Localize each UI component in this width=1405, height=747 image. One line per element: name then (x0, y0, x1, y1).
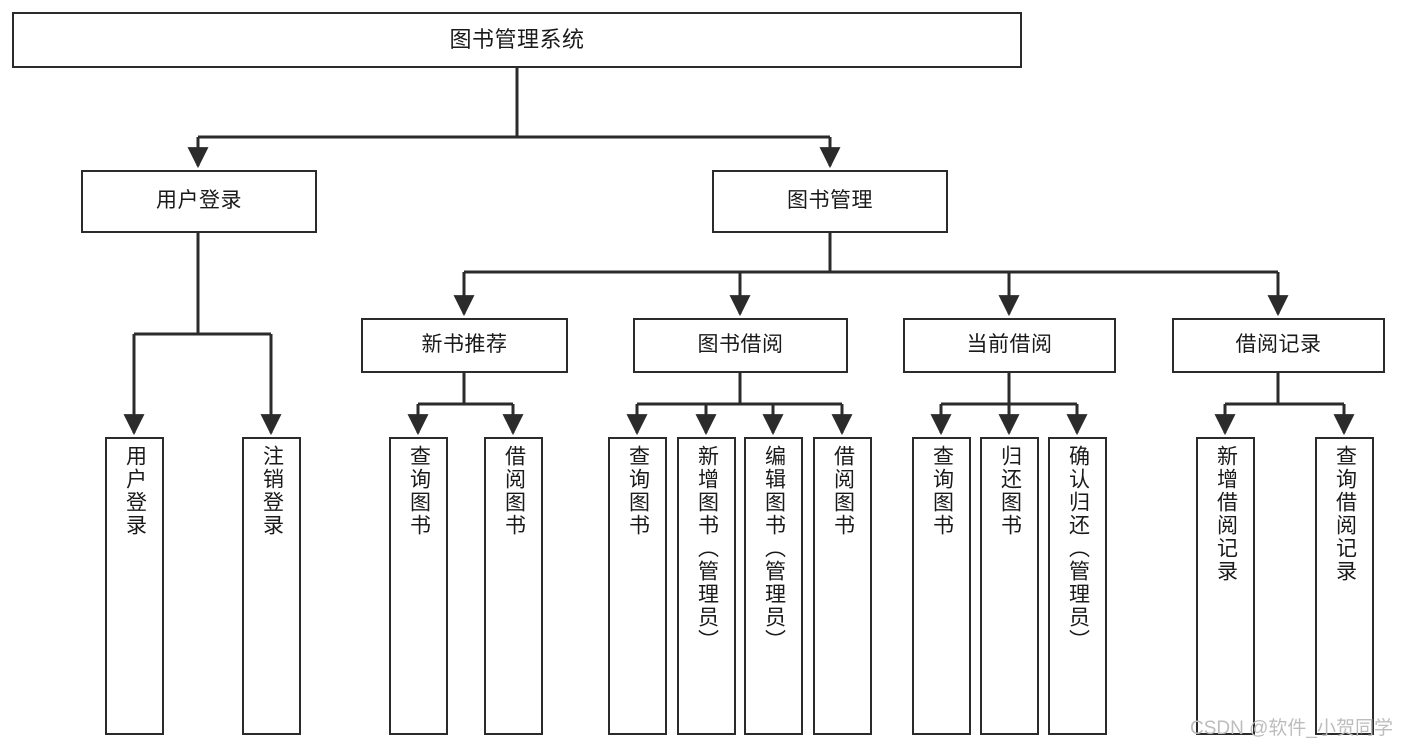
node-leaf-user-login-label: 用户登录 (123, 445, 147, 537)
node-leaf-logout-login-label: 注销登录 (260, 445, 284, 537)
node-leaf-add-borrow-record[interactable]: 新增借阅记录 (1196, 437, 1255, 735)
node-user-login[interactable]: 用户登录 (81, 170, 317, 233)
node-leaf-logout-login[interactable]: 注销登录 (242, 437, 301, 735)
node-new-book-recommend-label: 新书推荐 (421, 333, 508, 357)
node-leaf-borrow-book-2[interactable]: 借阅图书 (813, 437, 872, 735)
node-leaf-edit-book-admin[interactable]: 编辑图书（管理员） (744, 437, 803, 735)
node-leaf-confirm-return-admin[interactable]: 确认归还（管理员） (1048, 437, 1107, 735)
node-leaf-query-book-2-label: 查询图书 (626, 445, 650, 537)
node-leaf-user-login[interactable]: 用户登录 (105, 437, 164, 735)
node-leaf-add-book-admin-label: 新增图书（管理员） (695, 445, 719, 652)
node-current-borrow-label: 当前借阅 (966, 333, 1053, 357)
node-leaf-query-book-3[interactable]: 查询图书 (912, 437, 971, 735)
node-leaf-query-book-3-label: 查询图书 (930, 445, 954, 537)
node-user-login-label: 用户登录 (156, 189, 242, 213)
node-book-borrow-label: 图书借阅 (697, 333, 784, 357)
node-leaf-add-book-admin[interactable]: 新增图书（管理员） (677, 437, 736, 735)
node-book-management[interactable]: 图书管理 (712, 170, 948, 233)
node-borrow-record[interactable]: 借阅记录 (1172, 318, 1385, 373)
node-leaf-edit-book-admin-label: 编辑图书（管理员） (762, 445, 786, 652)
node-borrow-record-label: 借阅记录 (1235, 333, 1322, 357)
node-book-borrow[interactable]: 图书借阅 (633, 318, 848, 373)
node-leaf-query-book-1-label: 查询图书 (407, 445, 431, 537)
node-current-borrow[interactable]: 当前借阅 (903, 318, 1116, 373)
node-leaf-query-borrow-record-label: 查询借阅记录 (1333, 445, 1357, 583)
node-root-label: 图书管理系统 (449, 27, 585, 53)
node-leaf-borrow-book-1[interactable]: 借阅图书 (484, 437, 543, 735)
node-leaf-borrow-book-2-label: 借阅图书 (831, 445, 855, 537)
node-root[interactable]: 图书管理系统 (12, 12, 1022, 68)
node-leaf-borrow-book-1-label: 借阅图书 (502, 445, 526, 537)
node-leaf-query-borrow-record[interactable]: 查询借阅记录 (1315, 437, 1374, 735)
node-leaf-confirm-return-admin-label: 确认归还（管理员） (1066, 445, 1090, 652)
node-leaf-query-book-2[interactable]: 查询图书 (608, 437, 667, 735)
node-book-management-label: 图书管理 (787, 189, 873, 213)
node-leaf-return-book[interactable]: 归还图书 (980, 437, 1039, 735)
node-leaf-query-book-1[interactable]: 查询图书 (389, 437, 448, 735)
node-leaf-add-borrow-record-label: 新增借阅记录 (1214, 445, 1238, 583)
node-new-book-recommend[interactable]: 新书推荐 (361, 318, 568, 373)
node-leaf-return-book-label: 归还图书 (998, 445, 1022, 537)
